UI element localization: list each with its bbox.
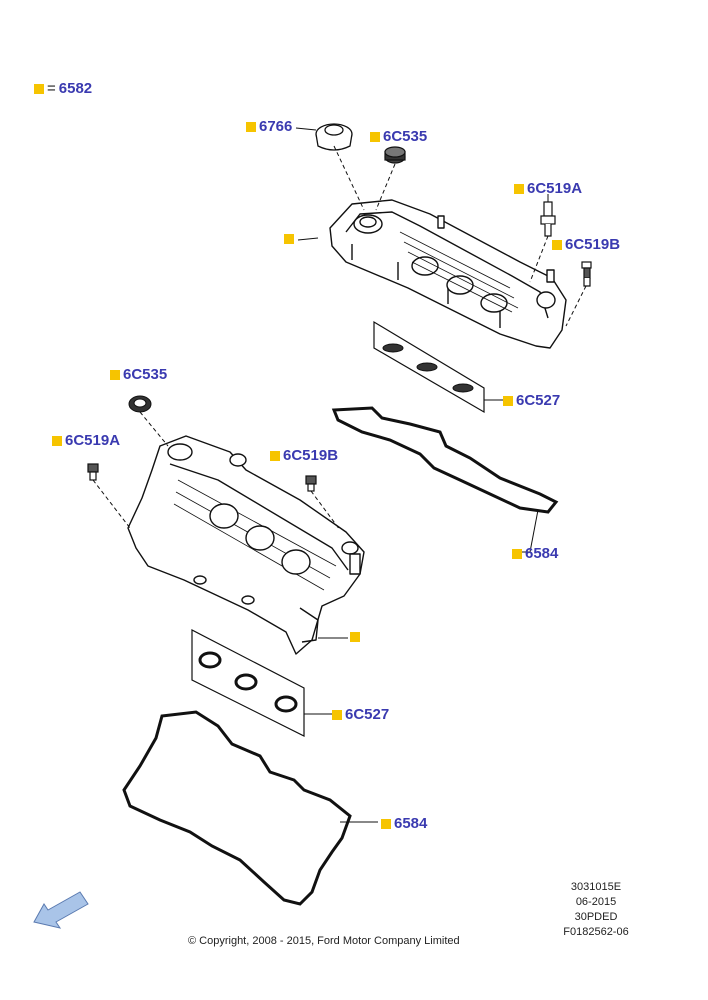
sensor-6c519a-left [87,463,99,481]
oil-filler-cap [315,123,353,151]
callout-label: 6C535 [123,366,168,383]
callout-6c519b-left: 6C519B [270,447,338,464]
info-line-4: F0182562-06 [563,926,629,938]
callout-unlabeled-top [284,234,297,244]
legend: = 6582 [34,80,92,97]
info-line-3: 30PDED [574,911,618,923]
callout-6c527-right: 6C527 [503,392,560,409]
leader-lines [92,127,587,823]
callout-unlabeled-lower [350,632,363,642]
lower-plug-seal-plate [191,629,305,737]
marker-square-icon [512,548,522,559]
marker-square-icon [350,632,360,642]
marker-square-icon [381,818,391,829]
callout-label: 6584 [525,545,559,562]
callout-label: 6C535 [383,128,428,145]
marker-square-icon [370,131,380,142]
upper-gasket [331,406,559,514]
callout-6c535-left: 6C535 [110,366,167,383]
callout-6766: 6766 [246,118,292,135]
sensor-6c519b-left [305,475,317,492]
callout-6c527-bottom: 6C527 [332,706,389,723]
legend-code: 6582 [58,80,93,97]
callout-6584-bottom: 6584 [381,815,427,832]
seal-top [384,146,406,164]
marker-square-icon [270,450,280,461]
marker-square-icon [503,395,513,406]
callout-label: 6C519A [65,432,121,449]
copyright-notice: © Copyright, 2008 - 2015, Ford Motor Com… [188,935,460,947]
lower-gasket [122,710,352,906]
callout-label: 6766 [259,118,293,135]
legend-equals: = [47,80,56,97]
callout-6c519b-top: 6C519B [552,236,620,253]
upper-valve-cover [329,199,567,349]
seal-left [128,395,152,413]
marker-square-icon [34,83,44,94]
marker-square-icon [284,234,294,244]
callout-6584-right: 6584 [512,545,558,562]
callout-label: 6C527 [345,706,390,723]
callout-label: 6584 [394,815,428,832]
direction-arrow-icon [33,891,89,929]
info-line-1: 3031015E [570,881,622,893]
callout-6c519a-left: 6C519A [52,432,120,449]
callout-6c535-top: 6C535 [370,128,427,145]
illustration-info-block: 3031015E 06-2015 30PDED F0182562-06 [548,880,644,940]
callout-label: 6C519B [283,447,339,464]
lower-valve-cover [127,435,365,655]
marker-square-icon [52,435,62,446]
info-line-2: 06-2015 [575,896,617,908]
sensor-6c519b-top [581,261,592,287]
callout-label: 6C519A [527,180,583,197]
marker-square-icon [552,239,562,250]
callout-6c519a-top: 6C519A [514,180,582,197]
marker-square-icon [246,121,256,132]
upper-plug-seal-plate [373,320,485,414]
callout-label: 6C519B [565,236,621,253]
sensor-6c519a-top [540,201,556,237]
callout-label: 6C527 [516,392,561,409]
marker-square-icon [332,709,342,720]
marker-square-icon [514,183,524,194]
marker-square-icon [110,369,120,380]
